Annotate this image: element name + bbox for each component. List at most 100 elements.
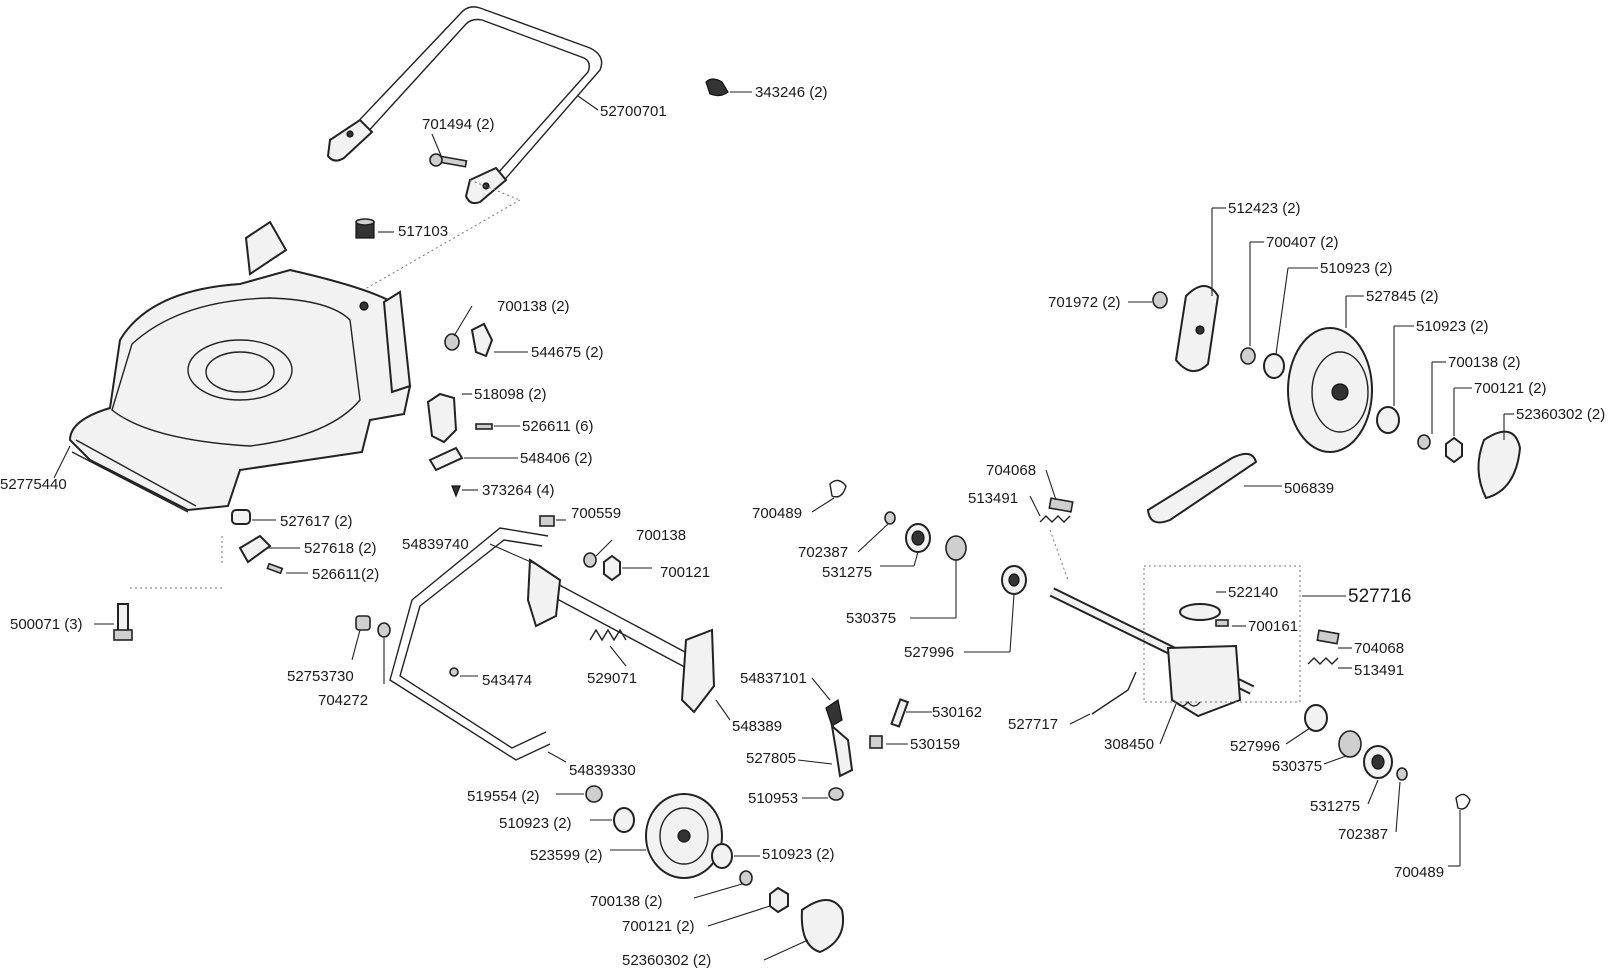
bolt-52753730-part — [355, 615, 371, 631]
cap-52360302a-part — [800, 899, 844, 954]
label-700407: 700407 (2) — [1266, 234, 1339, 251]
wing-nut-544675-part — [470, 322, 494, 358]
washer-700138-part — [444, 333, 460, 351]
label-52775440: 52775440 — [0, 476, 67, 493]
label-526611-2: 526611(2) — [312, 566, 380, 583]
label-530159: 530159 — [910, 736, 961, 753]
spring-530159-part — [869, 735, 883, 749]
screw-530162-part — [890, 698, 910, 728]
label-510923-front-b: 510923 (2) — [762, 846, 835, 863]
bush-510923c-part — [1263, 353, 1285, 379]
label-702387-left: 702387 — [798, 544, 849, 561]
label-526611-6: 526611 (6) — [522, 418, 594, 435]
label-700161: 700161 — [1248, 618, 1299, 635]
screw-543474-part — [449, 667, 459, 677]
label-527716: 527716 — [1348, 586, 1412, 607]
bolt-500071-part — [113, 603, 133, 641]
screw-526611-part — [475, 423, 493, 430]
label-548406: 548406 (2) — [520, 450, 593, 467]
label-519554: 519554 (2) — [467, 788, 540, 805]
label-517103: 517103 — [398, 223, 449, 240]
washer-700138d-part — [1417, 434, 1431, 450]
spring-529071-part — [589, 628, 627, 642]
label-531275-left: 531275 — [822, 564, 873, 581]
label-701494: 701494 (2) — [422, 116, 495, 133]
screw-373264-part — [451, 485, 461, 498]
label-510923-rear-a: 510923 (2) — [1320, 260, 1393, 277]
label-510923-front-a: 510923 (2) — [499, 815, 572, 832]
label-527717: 527717 — [1008, 716, 1059, 733]
label-700138-rear: 700138 (2) — [1448, 354, 1521, 371]
label-506839: 506839 — [1284, 480, 1335, 497]
label-527618: 527618 (2) — [304, 540, 377, 557]
label-527845: 527845 (2) — [1366, 288, 1439, 305]
label-54839330: 54839330 — [569, 762, 636, 779]
bush-510923b-part — [711, 843, 733, 869]
label-544675: 544675 (2) — [531, 344, 604, 361]
gearbox-527716-part — [1049, 587, 1255, 718]
washer-704272-part — [377, 622, 391, 638]
label-373264: 373264 (4) — [482, 482, 555, 499]
spring-513491b-part — [1307, 657, 1339, 665]
washer-700138b-part — [583, 552, 597, 568]
label-512423: 512423 (2) — [1228, 200, 1301, 217]
label-700559: 700559 — [571, 505, 622, 522]
label-527996-right: 527996 — [1230, 738, 1281, 755]
wheel-523599-part — [645, 793, 723, 879]
washer-702387a-part — [884, 511, 896, 525]
clip-700489b-part — [1455, 793, 1471, 810]
label-513491-right: 513491 — [1354, 662, 1405, 679]
nut-700121b-part — [769, 886, 789, 914]
label-704068-right: 704068 — [1354, 640, 1405, 657]
cap-52360302b-part — [1477, 430, 1522, 500]
nut-510953-part — [828, 787, 844, 801]
label-518098: 518098 (2) — [474, 386, 547, 403]
screw-526611b-part — [266, 562, 284, 575]
label-530375-right: 530375 — [1272, 758, 1323, 775]
label-510923-rear-b: 510923 (2) — [1416, 318, 1489, 335]
washer-700407-part — [1240, 347, 1256, 365]
bush-510923d-part — [1376, 406, 1400, 434]
clip-700489a-part — [829, 479, 847, 498]
gear-531275a-part — [905, 523, 931, 553]
label-52360302-front: 52360302 (2) — [622, 952, 712, 969]
label-510953: 510953 — [748, 790, 799, 807]
label-529071: 529071 — [587, 670, 638, 687]
label-343246: 343246 (2) — [755, 84, 828, 101]
bracket-527618-part — [238, 534, 272, 564]
label-527996-left: 527996 — [904, 644, 955, 661]
label-700489-right: 700489 — [1394, 864, 1445, 881]
label-704272: 704272 — [318, 692, 369, 709]
lower-handle-part — [389, 527, 716, 761]
pin-700161-part — [1215, 619, 1229, 627]
label-54837101: 54837101 — [740, 670, 807, 687]
clip-518098-part — [426, 392, 458, 444]
bolt-700559-part — [539, 515, 555, 527]
gear-531275b-part — [1363, 745, 1393, 779]
bush-527617-part — [231, 509, 251, 525]
label-527805: 527805 — [746, 750, 797, 767]
label-52360302-rear: 52360302 (2) — [1516, 406, 1606, 423]
label-700121-rear: 700121 (2) — [1474, 380, 1547, 397]
label-548389: 548389 — [732, 718, 783, 735]
label-702387-right: 702387 — [1338, 826, 1389, 843]
plate-548406-part — [428, 446, 464, 472]
clip-part — [705, 78, 729, 97]
label-700138-mid: 700138 — [636, 527, 687, 544]
washer-700138c-part — [739, 870, 753, 886]
leader-lines — [53, 91, 1514, 961]
mower-deck-part — [68, 220, 412, 513]
bush-510923a-part — [613, 807, 635, 833]
label-52700701: 52700701 — [600, 103, 667, 120]
cable-527717-part — [1091, 671, 1137, 715]
bolt-701494-part — [429, 153, 468, 168]
label-308450: 308450 — [1104, 736, 1155, 753]
label-701972: 701972 (2) — [1048, 294, 1121, 311]
label-543474: 543474 — [482, 672, 533, 689]
upper-handle-part — [326, 6, 603, 205]
label-531275-right: 531275 — [1310, 798, 1361, 815]
label-700138-top: 700138 (2) — [497, 298, 570, 315]
lever-54837101-part — [825, 699, 843, 727]
